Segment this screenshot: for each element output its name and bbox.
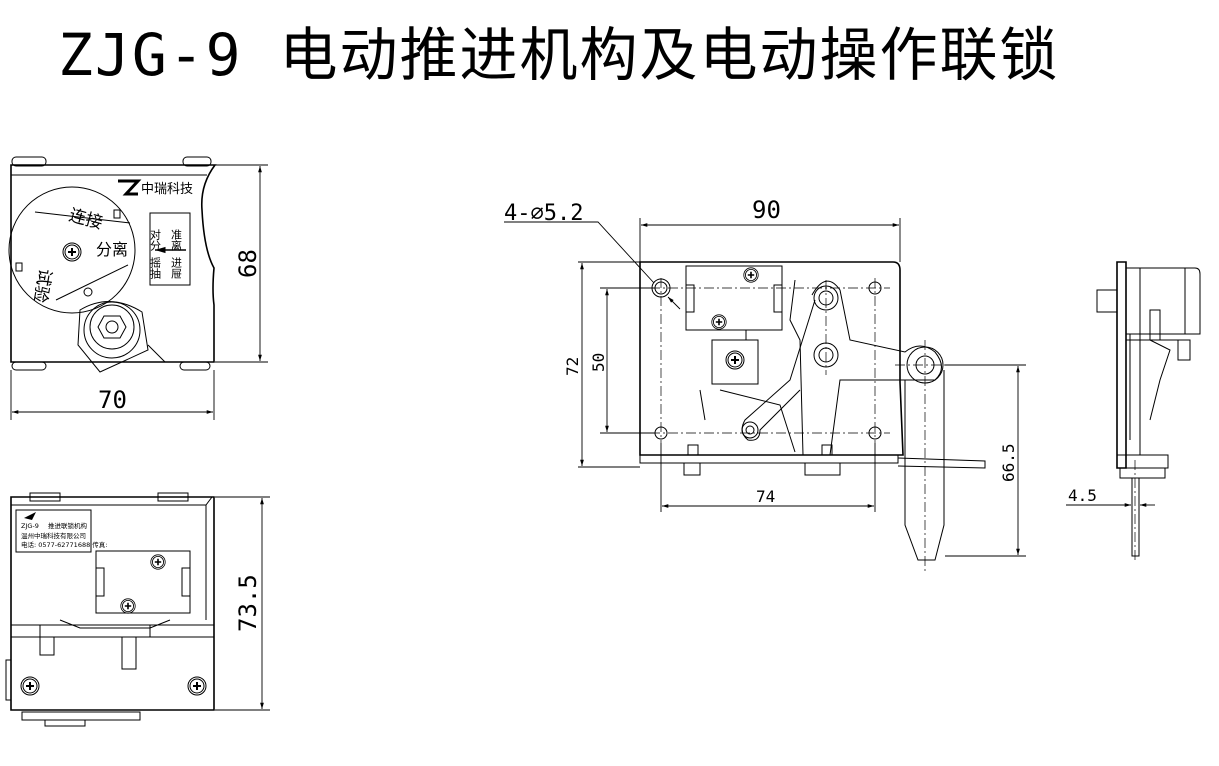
instruction-col2: 准离 <box>170 229 183 252</box>
dim-hole-spec: 4-∅5.2 <box>504 201 583 226</box>
bottom-view: ZJG-9 推进联锁机构 温州中瑞科技有限公司 电话: 0577-6277168… <box>5 492 270 727</box>
brand-logo-icon <box>118 179 142 196</box>
dim-handle-length: 66.5 <box>999 443 1018 482</box>
screw-icon <box>187 676 207 696</box>
dim-main-width: 90 <box>752 196 781 224</box>
nameplate-product: 推进联锁机构 <box>48 521 88 530</box>
dim-front-width: 70 <box>98 386 127 414</box>
screw-icon <box>725 350 745 370</box>
dim-outer-height: 72 <box>563 357 582 376</box>
main-view: 90 4-∅5.2 72 50 74 66.5 <box>504 196 1026 574</box>
dial-connect-label: 连接 <box>67 206 105 234</box>
instruction-col1: 对分 <box>149 228 162 251</box>
screw-icon <box>710 313 728 331</box>
instruction-panel <box>149 212 191 286</box>
screw-icon <box>742 266 760 284</box>
dim-side-thickness: 4.5 <box>1068 486 1097 505</box>
nameplate <box>15 509 92 553</box>
nameplate-company: 温州中瑞科技有限公司 <box>21 531 86 540</box>
position-dial <box>8 186 136 314</box>
dim-hole-spacing-h: 74 <box>756 487 775 506</box>
brand-name: 中瑞科技 <box>141 182 193 197</box>
dim-bottom-height: 73.5 <box>234 574 262 632</box>
dial-test-label: 试验 <box>29 267 55 304</box>
nameplate-model: ZJG-9 <box>21 522 39 530</box>
nameplate-phone: 电话: 0577-62771688 传真: <box>21 540 107 549</box>
dim-front-height: 68 <box>234 249 262 278</box>
drawing-title: ZJG-9 电动推进机构及电动操作联锁 <box>58 21 1060 89</box>
front-view: 试验 连接 分离 中瑞科技 对分 准离 摇抽 进屉 70 68 <box>8 156 268 420</box>
dial-separate-label: 分离 <box>96 240 128 259</box>
screw-icon <box>20 676 40 696</box>
instruction-col4: 进屉 <box>170 257 183 280</box>
dim-hole-spacing-v: 50 <box>589 353 608 372</box>
instruction-col3: 摇抽 <box>149 256 162 279</box>
screw-icon <box>62 242 82 262</box>
side-view: 4.5 <box>1066 261 1201 560</box>
